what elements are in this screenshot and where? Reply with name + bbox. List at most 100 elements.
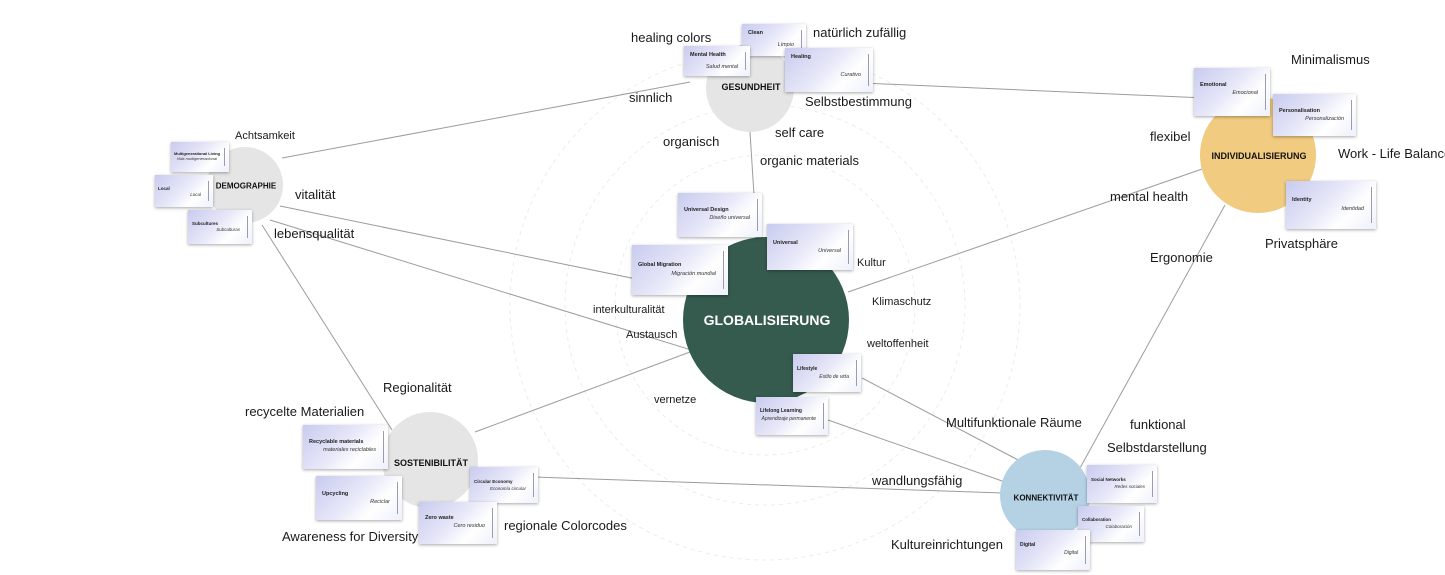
card-en-label: Global Migration — [638, 262, 682, 268]
keyword-organisch: organisch — [663, 134, 720, 149]
keyword-klimaschutz: Klimaschutz — [872, 296, 932, 308]
card-es-label: Vida multigeneracional — [176, 156, 217, 161]
card-circular-economy: Circular Economy Economía circular — [470, 467, 538, 503]
line-demographie-sostenibilitat — [261, 224, 393, 431]
line-sostenibilitat-konnektivitat — [474, 474, 1004, 494]
card-es-label: Emocional — [1232, 90, 1258, 96]
card-edge — [1265, 74, 1266, 110]
keyword-wandlungsfahig: wandlungsfähig — [872, 473, 963, 488]
card-edge — [1371, 187, 1372, 223]
keyword-naturlich-zufallig: natürlich zufällig — [813, 25, 907, 40]
keyword-regionalitat: Regionalität — [383, 380, 452, 395]
card-edge — [823, 403, 824, 429]
card-es-label: Limpio — [777, 42, 794, 48]
card-edge — [208, 181, 209, 201]
keyword-organic-materials: organic materials — [760, 153, 859, 168]
globalisierung-label: GLOBALISIERUNG — [703, 312, 831, 328]
card-edge — [801, 30, 802, 50]
keyword-kultur: Kultur — [857, 257, 886, 269]
card-es-label: Redes sociales — [1114, 484, 1145, 489]
line-gesundheit-individualisierung — [839, 81, 1206, 99]
card-es-label: Personalización — [1305, 116, 1344, 122]
connector-lines — [261, 81, 1226, 494]
card-es-label: Colaboración — [1105, 524, 1132, 529]
line-lifestyle-konnektivitat — [861, 377, 1023, 463]
card-edge — [848, 230, 849, 264]
individualisierung-label: INDIVIDUALISIERUNG — [1211, 151, 1307, 161]
konnektivitat-circle — [1000, 450, 1090, 540]
card-en-label: Subcultures — [192, 221, 219, 226]
card-en-label: Zero waste — [425, 515, 454, 521]
card-edge — [1085, 536, 1086, 564]
card-es-label: Curativo — [840, 72, 861, 78]
keyword-selbstbestimmung: Selbstbestimmung — [805, 94, 912, 109]
card-en-label: Multigenerational Living — [174, 151, 221, 156]
keyword-interkulturalitat: interkulturalität — [593, 304, 665, 316]
card-es-label: Cero residuo — [453, 523, 486, 529]
card-global-migration: Global Migration Migración mundial — [632, 245, 728, 295]
card-edge — [757, 199, 758, 231]
card-es-label: Estilo de vida — [819, 374, 849, 380]
keyword-mental-health: mental health — [1110, 189, 1189, 204]
keyword-flexibel: flexibel — [1150, 129, 1191, 144]
line-demographie-gesundheit — [281, 81, 691, 159]
keyword-selbstdarstellung: Selbstdarstellung — [1107, 440, 1207, 455]
card-es-label: Aprendizaje permanente — [761, 416, 816, 422]
line-sostenibilitat-globalisierung — [474, 351, 691, 433]
card-es-label: Diseño universal — [709, 215, 750, 221]
card-edge — [492, 508, 493, 538]
card-mental-health: Mental Health Salud mental — [684, 46, 750, 76]
card-en-label: Emotional — [1200, 82, 1227, 88]
card-clean: Clean Limpio — [742, 24, 806, 56]
keyword-lebensqualitat: lebensqualität — [274, 226, 355, 241]
card-es-label: Economía circular — [489, 486, 526, 491]
keyword-awareness-for-diversity: Awareness for Diversity — [282, 529, 419, 544]
card-es-label: Reciclar — [370, 499, 390, 505]
card-en-label: Upcycling — [322, 491, 349, 497]
card-en-label: Lifestyle — [797, 366, 818, 372]
card-lifestyle: Lifestyle Estilo de vida — [793, 354, 861, 392]
card-es-label: Subculturas — [216, 227, 240, 232]
card-healing: Healing Curativo — [785, 48, 873, 92]
keyword-work-life-balance: Work - Life Balance — [1338, 146, 1445, 161]
keyword-recycelte-materialien: recycelte Materialien — [245, 404, 365, 419]
middle-ring — [564, 104, 966, 506]
keyword-austausch: Austausch — [626, 329, 678, 341]
line-lifelong-konnektivitat — [827, 419, 1006, 483]
keyword-self-care: self care — [775, 125, 825, 140]
card-en-label: Digital — [1020, 542, 1036, 548]
card-es-label: Migración mundial — [671, 271, 716, 277]
keyword-vitalitat: vitalität — [295, 187, 336, 202]
line-globalisierung-individualisierung — [847, 167, 1206, 293]
card-en-label: Clean — [748, 30, 763, 36]
demographie-label: DEMOGRAPHIE — [215, 181, 277, 191]
keyword-sinnlich: sinnlich — [629, 90, 673, 105]
inner-ring — [614, 154, 916, 456]
card-edge — [533, 473, 534, 497]
card-en-label: Circular Economy — [474, 479, 513, 484]
card-en-label: Personalisation — [1279, 108, 1320, 114]
card-en-label: Lifelong Learning — [760, 408, 802, 414]
keyword-privatsphare: Privatsphäre — [1265, 236, 1338, 251]
card-en-label: Mental Health — [690, 52, 726, 58]
line-individualisierung-konnektivitat — [1079, 204, 1226, 469]
card-edge — [247, 216, 248, 238]
keyword-weltoffenheit: weltoffenheit — [867, 338, 929, 350]
card-es-label: materiales reciclables — [323, 447, 376, 453]
card-edge — [383, 431, 384, 463]
keyword-funktional: funktional — [1130, 417, 1186, 432]
card-local: Local Local — [155, 175, 213, 207]
sostenibilitat-label: SOSTENIBILITÄT — [394, 458, 468, 468]
card-personalisation: Personalisation Personalización — [1273, 94, 1356, 136]
keyword-regionale-colorcodes: regionale Colorcodes — [504, 518, 627, 533]
keyword-achtsamkeit: Achtsamkeit — [235, 130, 295, 142]
card-edge — [397, 482, 398, 514]
keyword-ergonomie: Ergonomie — [1150, 250, 1213, 265]
card-es-label: Identidad — [1341, 206, 1364, 212]
card-edge — [745, 52, 746, 70]
sostenibilitat-circle — [382, 412, 478, 508]
card-en-label: Universal — [773, 240, 798, 246]
card-edge — [868, 54, 869, 86]
card-en-label: Identity — [1292, 197, 1312, 203]
card-edge — [856, 360, 857, 386]
